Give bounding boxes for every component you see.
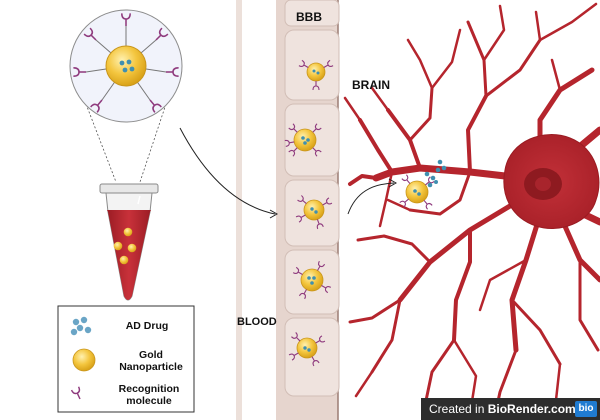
neuron [343, 2, 600, 420]
entry-arrow [347, 182, 395, 215]
magnified-nanoparticle [69, 9, 183, 123]
neuron-soma [503, 134, 600, 229]
biorender-logo-icon: bio [575, 401, 597, 417]
gold-nanoparticle-icon [72, 348, 96, 372]
transport-arrow [179, 127, 276, 215]
badge-brand: BioRender.com [487, 402, 576, 416]
legend-gold-nanoparticle: Gold Nanoparticle [115, 349, 187, 373]
legend-gold-line1: Gold [139, 349, 163, 361]
legend-recog-line2: molecule [126, 395, 172, 407]
blood-label: BLOOD [237, 316, 277, 328]
nanoparticle-barrier-1 [298, 59, 334, 91]
badge-prefix: Created in [429, 402, 488, 416]
biorender-badge[interactable]: Created in BioRender.com bio [421, 398, 600, 420]
nanoparticle-barrier-3 [295, 194, 333, 230]
test-tube [99, 183, 159, 301]
ad-drug-icon [70, 316, 92, 336]
nanoparticle-barrier-5 [288, 331, 326, 367]
bbb-label: BBB [296, 10, 322, 24]
brain-label: BRAIN [352, 78, 390, 92]
legend-gold-line2: Nanoparticle [119, 361, 183, 373]
legend-recog-line1: Recognition [118, 383, 180, 395]
zoom-line-right [139, 103, 167, 183]
badge-text: Created in BioRender.com [429, 398, 576, 420]
nanoparticle-barrier-4 [292, 260, 332, 300]
legend-ad-drug-text: AD Drug [125, 320, 169, 332]
zoom-line-left [85, 103, 117, 183]
nanoparticle-barrier-2 [284, 123, 322, 157]
nanoparticle-at-neuron [399, 174, 435, 210]
legend-ad-drug: AD Drug [112, 320, 182, 332]
legend-recognition-molecule: Recognition molecule [108, 383, 190, 407]
released-drug [424, 159, 447, 188]
legend-box [57, 305, 195, 413]
